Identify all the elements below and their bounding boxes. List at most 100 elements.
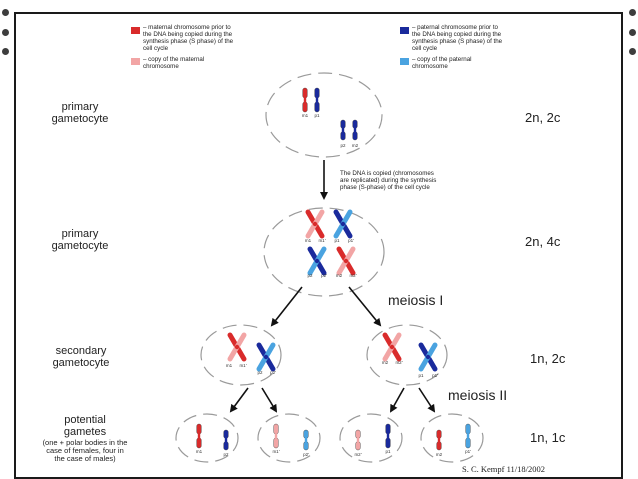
chromosome-label: p1' [348,238,354,243]
frame-dot [629,29,636,36]
cell-outline [366,324,448,386]
chromosome-label: p2 [257,370,263,375]
chromosome-arm [352,119,358,129]
centromere [341,128,345,132]
chromosome-label: p2 [340,143,346,148]
centromere [356,438,360,442]
chromosome-arm [352,131,358,141]
author-credit: S. C. Kempf 11/18/2002 [462,464,546,474]
paternal-legend-text: – paternal chromosome prior to the DNA b… [412,24,503,52]
centromere [386,433,390,439]
centromere [274,433,278,439]
arrow [229,387,249,413]
frame-dot [2,9,9,16]
chromosome-m1 [302,87,308,113]
chromosome-p1 [314,87,320,113]
centromere [303,97,307,103]
chromosome-label: m2' [349,273,356,278]
paternal-copy-legend-text: – copy of the paternal chromosome [412,56,472,70]
chromosome-m1-copy [273,423,279,449]
stage-primary-2: primary gametocyte [51,228,109,252]
frame-dot [2,48,9,55]
stage-primary-1: primary gametocyte [51,101,109,125]
chromosome-m1-pair [227,332,247,362]
chromosome-arm [314,87,320,99]
centromere [340,221,346,227]
chromosome-label: m1 [305,238,312,243]
centromere [312,221,318,227]
cell-outline [263,207,385,297]
frame-dot [629,48,636,55]
ploidy-row-3: 1n, 2c [530,351,566,366]
chromosome-arm [436,429,442,439]
cell-outline [339,413,403,463]
centromere [437,438,441,442]
chromosome-label: p1 [334,238,340,243]
chromosome-label: m1' [239,363,246,368]
chromosome-arm [340,119,346,129]
stage-secondary: secondary gametocyte [52,345,110,369]
chromosome-p2-pair [256,342,276,372]
chromosome-label: m2' [395,360,402,365]
arrow [348,286,382,327]
chromosome-arm [302,101,308,113]
chromosome-label: p2' [321,273,327,278]
frame-left-line [14,12,16,479]
centromere [263,354,269,360]
cell-outline [200,324,282,386]
chromosome-p1 [385,423,391,449]
chromosome-label: m1 [226,363,233,368]
chromosome-arm [223,441,229,451]
chromosome-label: m2 [336,273,343,278]
chromosome-arm [436,441,442,451]
cell-outline [257,413,321,463]
maternal-legend-text: – maternal chromosome prior to the DNA b… [143,24,234,52]
chromosome-p2-copy [303,429,309,451]
chromosome-label: p2 [307,273,313,278]
chromosome-label: p1' [432,373,438,378]
meiosis-1-label: meiosis I [388,292,444,308]
frame-dot [629,9,636,16]
chromosome-arm [314,101,320,113]
chromosome-m1-pair [305,209,325,239]
chromosome-arm [223,429,229,439]
dna-copy-note: The DNA is copied (chromosomes are repli… [340,170,437,191]
chromosome-arm [355,429,361,439]
chromosome-arm [196,437,202,449]
centromere [197,433,201,439]
chromosome-m2-pair [382,332,402,362]
maternal-swatch [131,27,140,34]
chromosome-label: m2 [382,360,389,365]
frame-dot [2,29,9,36]
chromosome-label: p1 [418,373,424,378]
arrow [261,387,278,413]
chromosome-arm [465,423,471,435]
chromosome-p1-pair [333,209,353,239]
chromosome-m2 [436,429,442,451]
chromosome-arm [385,423,391,435]
chromosome-label: m2 [436,452,443,457]
arrow [418,387,436,413]
centromere [304,438,308,442]
chromosome-label: p2' [270,370,276,375]
stage-potential-gametes: potential gametes [63,414,107,438]
centromere [314,258,320,264]
chromosome-m2-pair [336,246,356,276]
paternal-swatch [400,27,409,34]
chromosome-p2 [223,429,229,451]
chromosome-label: m1 [196,449,203,454]
ploidy-row-4: 1n, 1c [530,430,566,445]
chromosome-label: p2 [223,452,229,457]
chromosome-m2 [352,119,358,141]
maternal-copy-legend-text: – copy of the maternal chromosome [143,56,205,70]
arrow [390,387,405,413]
chromosome-arm [465,437,471,449]
chromosome-label: m1' [272,449,279,454]
maternal-copy-swatch [131,58,140,65]
paternal-copy-swatch [400,58,409,65]
centromere [224,438,228,442]
centromere [466,433,470,439]
chromosome-arm [302,87,308,99]
